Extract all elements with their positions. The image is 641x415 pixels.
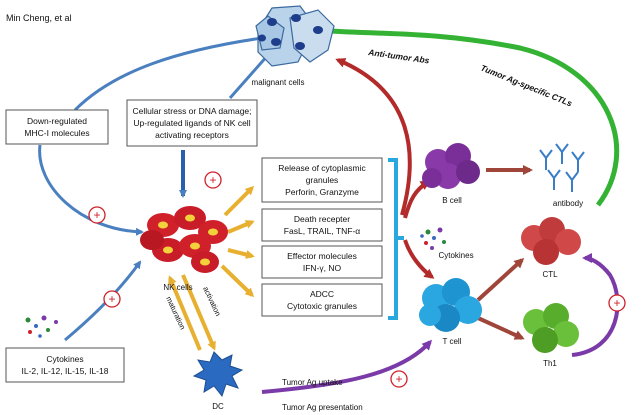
ctl-cells (521, 217, 581, 265)
stress-box-line-2: Up-regulated ligands of NK cell (133, 118, 250, 128)
t-cells (419, 278, 482, 332)
plus-sign-th1: + (608, 294, 626, 312)
red-arrow-to-malignant (335, 58, 412, 216)
tumor-ag-ctls-label: Tumor Ag-specific CTLs (479, 63, 574, 109)
release-box-line-3: Perforin, Granzyme (285, 187, 359, 197)
b-cell-label: B cell (442, 196, 462, 205)
dc-label: DC (212, 402, 224, 411)
nk-cells-label: NK cells (163, 283, 192, 292)
adcc-box-line-1: ADCC (310, 289, 334, 299)
antibody-icons (539, 143, 585, 192)
plus-sign-stress-text: + (209, 173, 216, 187)
red-arrow-to-t-cell (403, 239, 435, 279)
adcc-box-line-2: Cytotoxic granules (287, 301, 357, 311)
dc-cell (192, 351, 244, 398)
yellow-arrow-to-release (223, 185, 255, 217)
effector-bracket (388, 158, 404, 320)
plus-sign-stress: + (204, 171, 222, 189)
blue-arrow-cytokines-to-nk (64, 260, 142, 342)
yellow-arrow-nk-to-dc (181, 274, 216, 351)
ctl-label: CTL (542, 270, 558, 279)
stress-box-line-3: activating receptors (155, 130, 229, 140)
blue-arrow-mhc-to-nk (38, 144, 144, 236)
blue-arrow-malignant-to-mhc (73, 36, 263, 112)
cytokines-input-line-2: IL-2, IL-12, IL-15, IL-18 (22, 366, 109, 376)
release-box-line-1: Release of cytoplasmic (278, 163, 366, 173)
yellow-arrow-to-adcc (220, 264, 255, 298)
stress-box (126, 99, 258, 147)
malignant-cells-label: malignant cells (252, 78, 305, 87)
stress-box-line-1: Cellular stress or DNA damage; (132, 106, 251, 116)
th1-cells (523, 303, 579, 353)
cytokine-dots-input (25, 315, 58, 338)
plus-sign-dc: + (390, 370, 408, 388)
plus-sign-mhc: + (88, 206, 106, 224)
ag-uptake-label: Tumor Ag uptake (282, 378, 343, 387)
nk-cells (140, 206, 228, 273)
purple-arrow-dc-to-t-cell (261, 339, 433, 394)
brown-arrow-t-cell-to-ctl (476, 257, 525, 302)
plus-sign-cytokines-text: + (108, 292, 115, 306)
cytokines-mid-label: Cytokines (438, 251, 473, 260)
th1-label: Th1 (543, 359, 557, 368)
yellow-arrow-dc-to-nk (168, 275, 202, 351)
effector-box-line-2: IFN-γ, NO (303, 263, 342, 273)
mhc-box (5, 109, 109, 145)
purple-arrow-th1-to-ctl (571, 253, 620, 357)
author-credit: Min Cheng, et al (6, 13, 72, 23)
death-box-line-2: FasL, TRAIL, TNF-α (284, 226, 360, 236)
death-box (261, 208, 383, 242)
adcc-box (261, 283, 383, 317)
yellow-arrow-to-death (227, 220, 255, 234)
t-cell-label: T cell (443, 337, 462, 346)
cytokines-input-box (5, 347, 125, 383)
blue-arrow-malignant-to-stress (228, 54, 270, 99)
effector-box (261, 245, 383, 279)
mhc-box-line-1: Down-regulated (27, 116, 87, 126)
mhc-box-line-2: MHC-I molecules (24, 128, 89, 138)
yellow-arrow-to-effector (227, 248, 255, 259)
cytokine-dots-mid (420, 227, 446, 250)
brown-arrow-t-cell-to-th1 (477, 316, 525, 340)
plus-sign-dc-text: + (395, 372, 402, 386)
plus-sign-cytokines: + (103, 290, 121, 308)
b-cell (422, 143, 480, 189)
antibody-label: antibody (553, 199, 583, 208)
cytokines-input-line-1: Cytokines (46, 354, 83, 364)
plus-sign-mhc-text: + (93, 208, 100, 222)
plus-sign-th1-text: + (613, 296, 620, 310)
activation-label: activation (201, 285, 223, 318)
anti-tumor-abs-label: Anti-tumor Abs (367, 47, 431, 66)
green-arrow-ctl-to-malignant (315, 25, 620, 207)
release-box (261, 157, 383, 203)
effector-box-line-1: Effector molecules (287, 251, 357, 261)
release-box-line-2: granules (306, 175, 339, 185)
ag-presentation-label: Tumor Ag presentation (282, 403, 363, 412)
death-box-line-1: Death recepter (294, 214, 350, 224)
malignant-cells (255, 5, 335, 67)
